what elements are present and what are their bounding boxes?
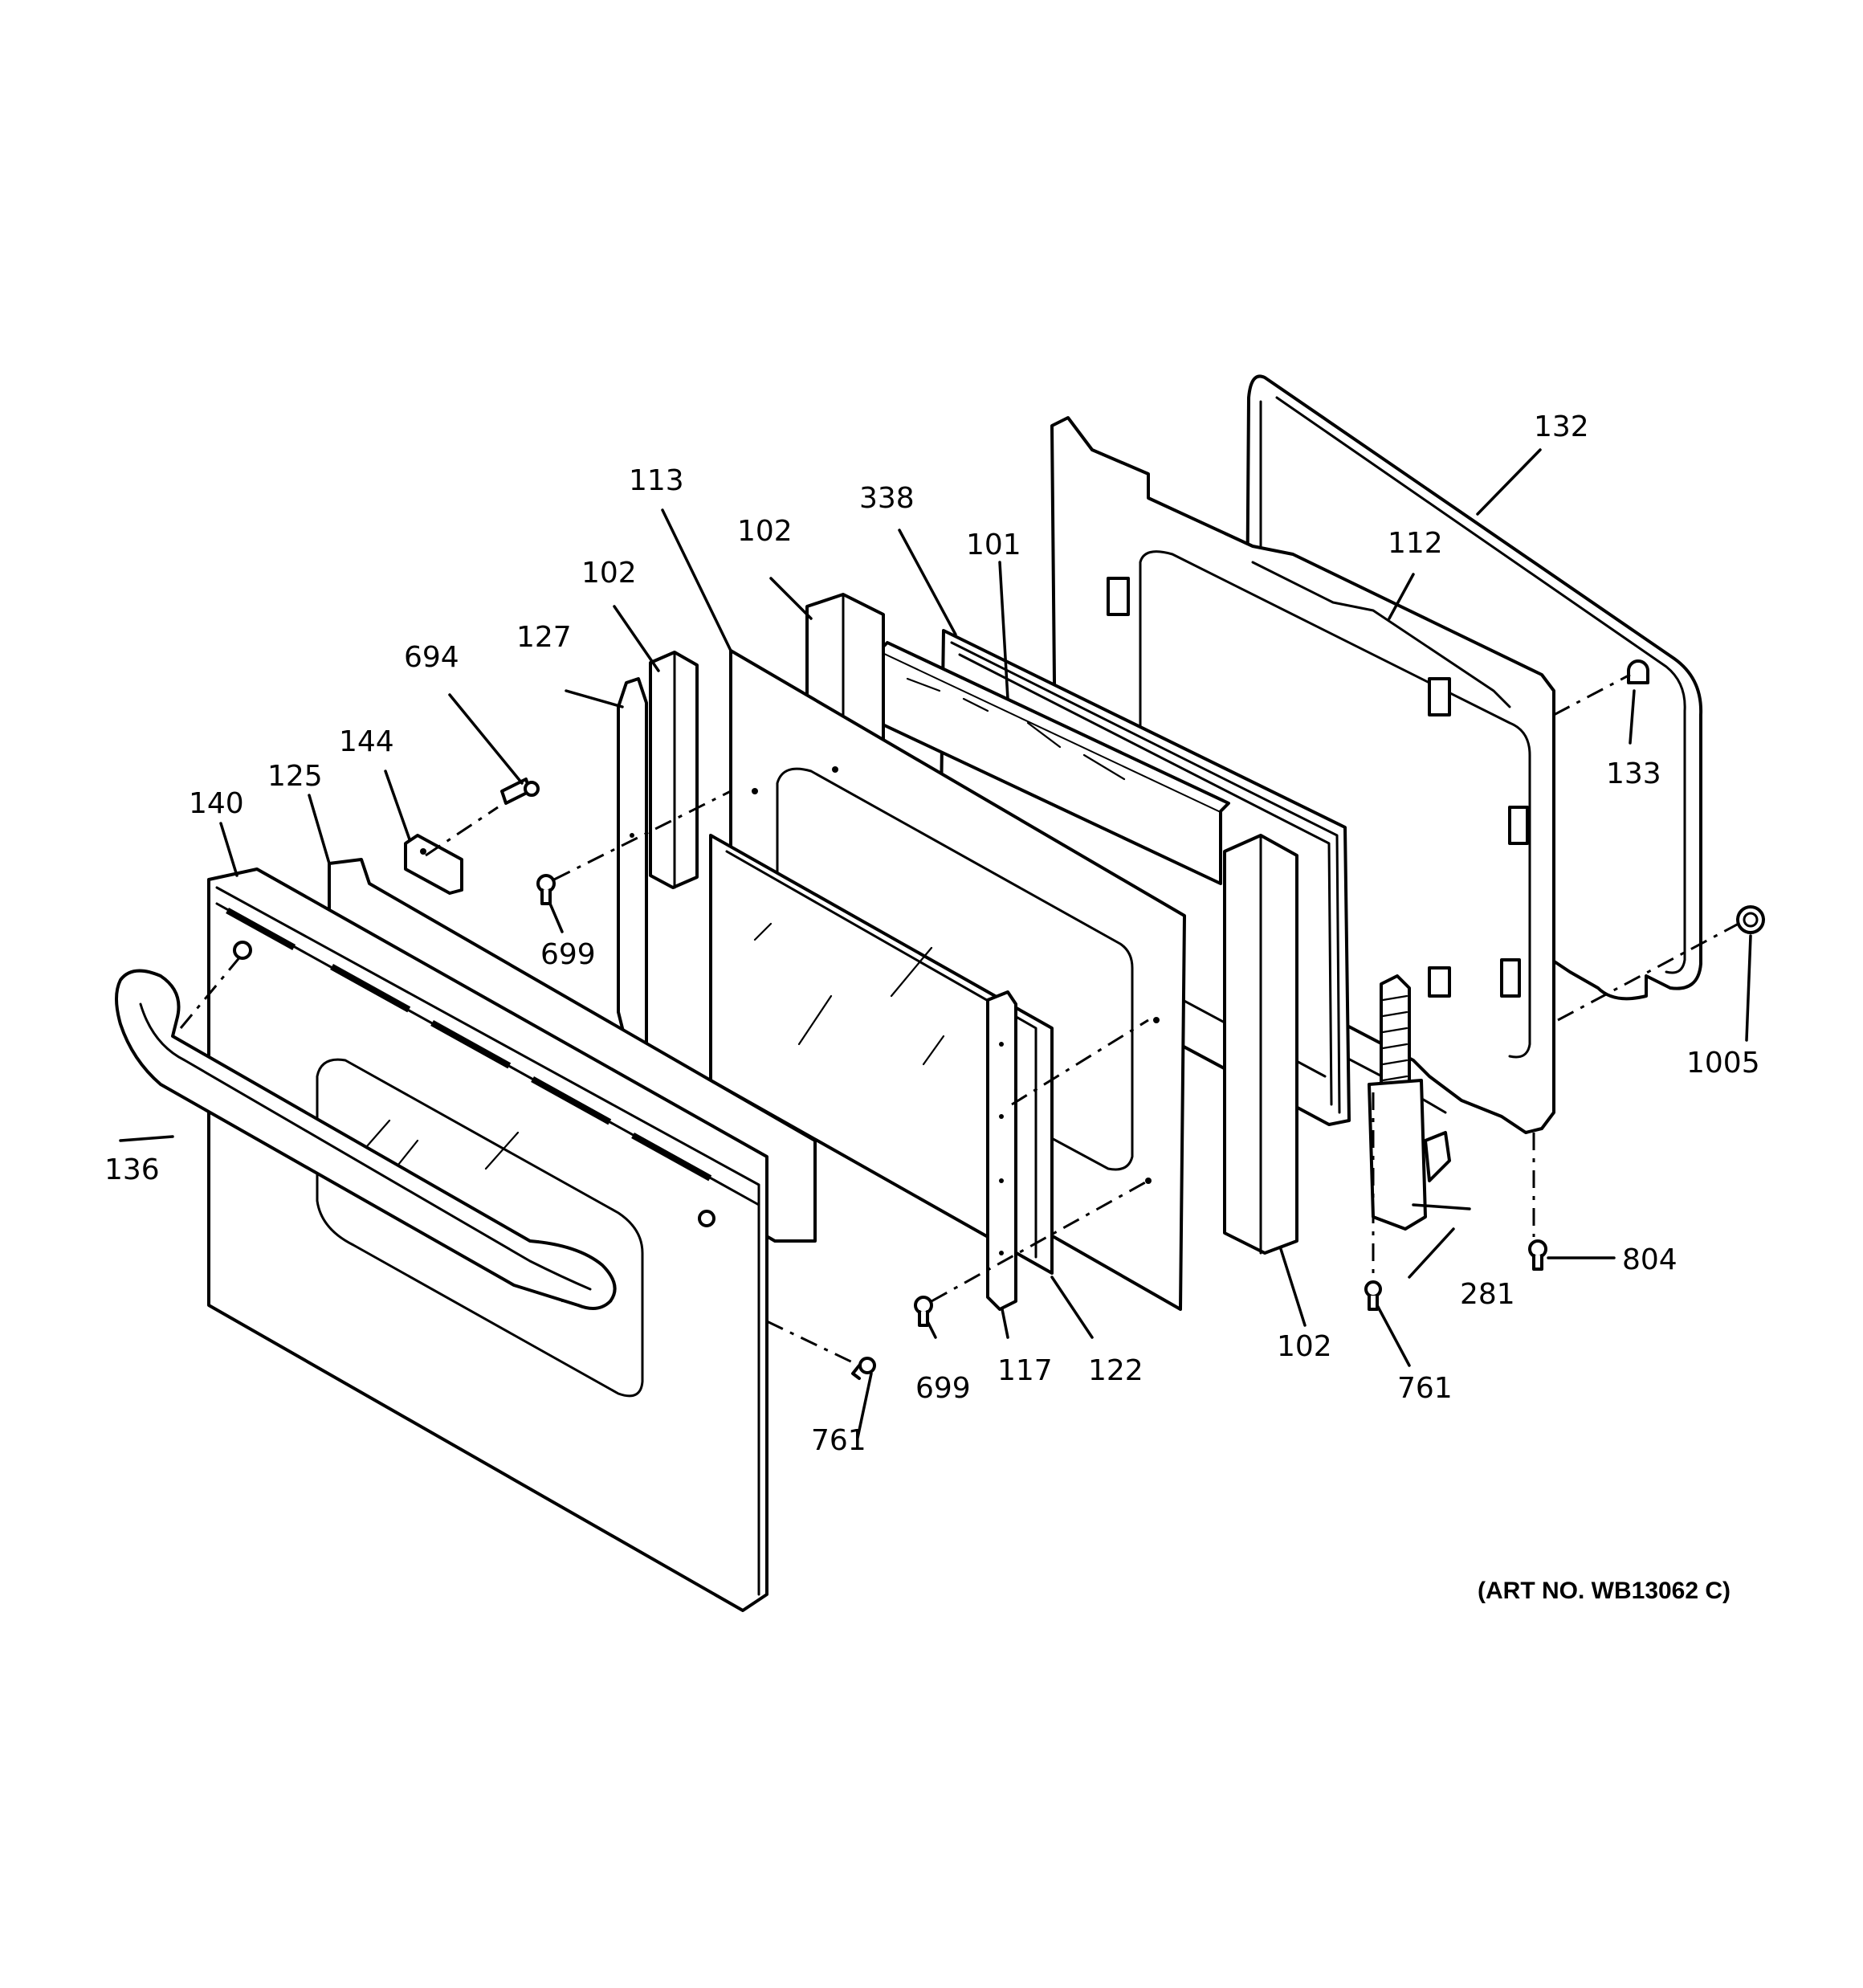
insulation-102-right [1223, 834, 1298, 1255]
hinge-bracket-117 [986, 990, 1017, 1311]
callout-117: 117 [997, 1354, 1053, 1387]
screw-761-left [851, 1357, 876, 1380]
insulation-102-left [649, 651, 699, 889]
callout-133: 133 [1606, 757, 1661, 790]
callout-144: 144 [339, 725, 394, 758]
callout-127: 127 [516, 621, 572, 654]
screw-699-lower [914, 1296, 933, 1327]
callout-804: 804 [1622, 1243, 1678, 1276]
glass-panel-122 [709, 834, 1054, 1275]
callout-101: 101 [966, 529, 1021, 561]
bumper-1005 [1736, 905, 1765, 934]
callout-132: 132 [1534, 410, 1589, 443]
callout-102-middle: 102 [737, 515, 793, 548]
screw-804 [1528, 1239, 1547, 1271]
callout-699-upper: 699 [540, 938, 596, 971]
callout-122: 122 [1088, 1354, 1143, 1387]
screw-761-right [1364, 1280, 1382, 1311]
assembly-lines [179, 673, 1739, 1367]
callout-761-right: 761 [1397, 1372, 1453, 1405]
callout-102-left: 102 [581, 557, 637, 590]
callout-labels: 132 112 133 1005 338 101 113 102 102 102… [104, 410, 1760, 1604]
bracket-144 [404, 834, 463, 895]
screw-694 [500, 778, 540, 805]
callout-102-right: 102 [1277, 1330, 1332, 1363]
support-bracket-127 [617, 677, 648, 1054]
leader-lines [119, 448, 1752, 1439]
door-handle-136 [115, 969, 617, 1310]
callout-699-lower: 699 [915, 1372, 971, 1405]
callout-281: 281 [1460, 1278, 1515, 1311]
callout-112: 112 [1388, 527, 1443, 560]
callout-1005: 1005 [1686, 1047, 1760, 1080]
callout-125: 125 [267, 760, 323, 793]
screw-699-upper [536, 874, 556, 905]
callout-338: 338 [859, 482, 915, 515]
callout-140: 140 [189, 787, 244, 820]
art-number: (ART NO. WB13062 C) [1478, 1578, 1731, 1604]
callout-136: 136 [104, 1153, 160, 1186]
callout-694: 694 [404, 641, 459, 674]
callout-113: 113 [629, 464, 684, 497]
plug-133 [1627, 659, 1649, 684]
callout-761-left: 761 [811, 1424, 866, 1457]
